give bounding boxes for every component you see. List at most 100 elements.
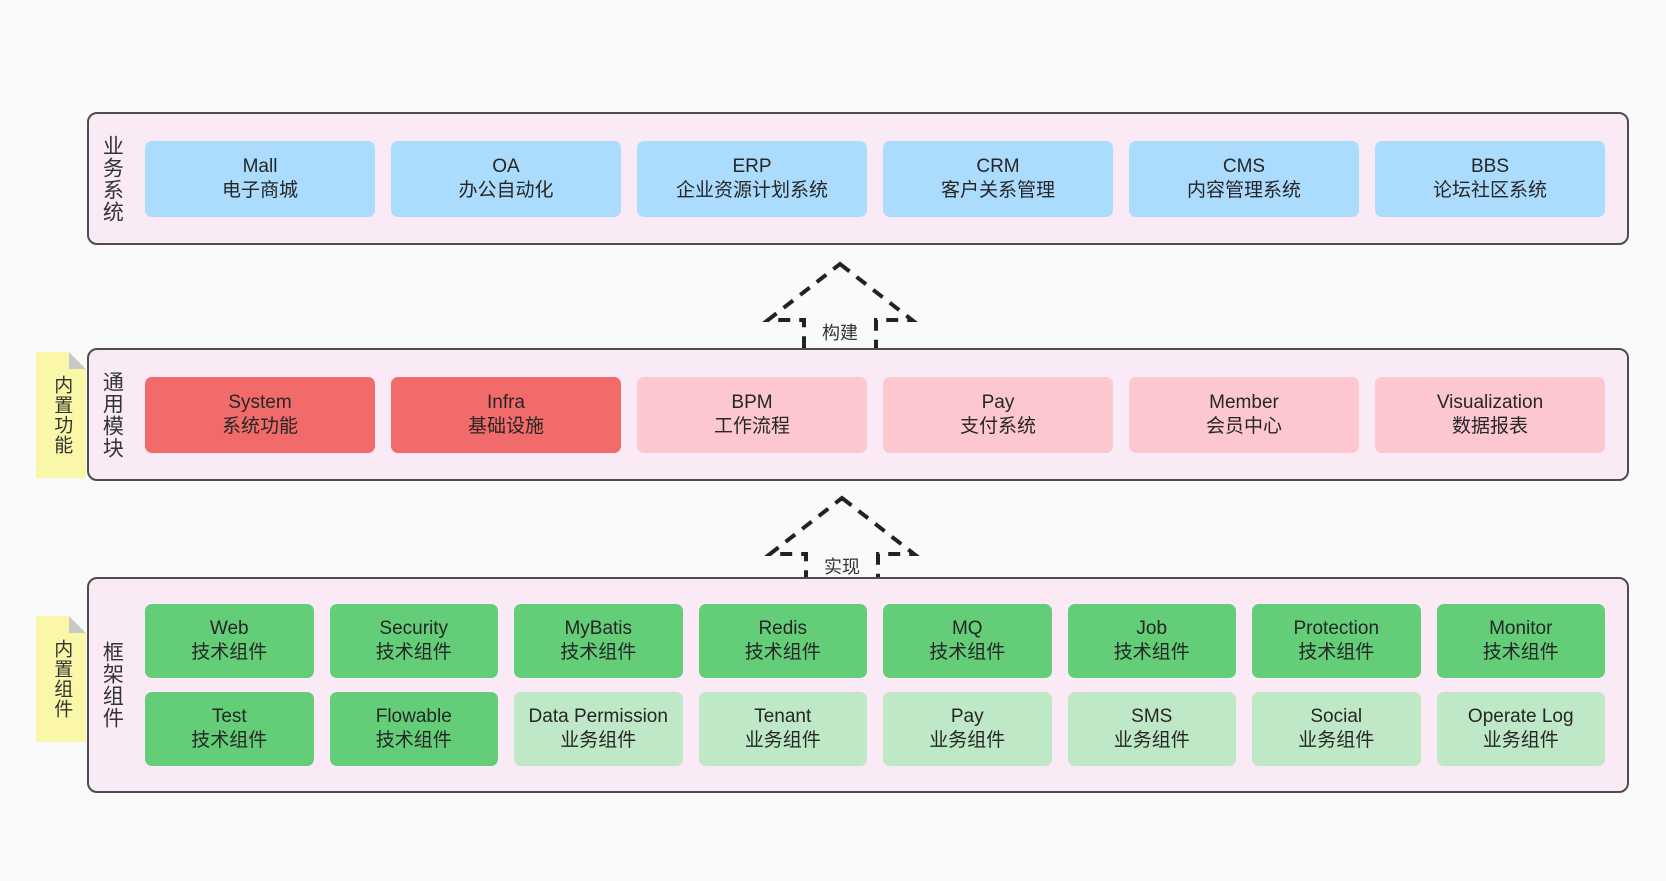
node-subtitle: 技术组件: [1113, 642, 1190, 663]
node-title: CMS: [1222, 155, 1266, 177]
node-sms[interactable]: SMS 业务组件: [1067, 692, 1236, 766]
node-subtitle: 客户关系管理: [940, 179, 1055, 201]
node-tenant[interactable]: Tenant 业务组件: [698, 692, 867, 766]
node-subtitle: 技术组件: [1482, 642, 1559, 663]
node-title: BBS: [1470, 155, 1510, 177]
node-subtitle: 电子商城: [221, 179, 298, 201]
layer-title-business-system: 业务系统: [100, 134, 124, 223]
node-title: MyBatis: [564, 618, 633, 640]
node-protection[interactable]: Protection 技术组件: [1252, 604, 1421, 678]
node-title: BPM: [731, 391, 773, 413]
node-title: Pay: [981, 391, 1015, 413]
node-subtitle: 业务组件: [1298, 730, 1375, 751]
node-title: System: [228, 391, 292, 413]
node-subtitle: 内容管理系统: [1186, 179, 1301, 201]
node-subtitle: 业务组件: [744, 730, 821, 751]
node-subtitle: 企业资源计划系统: [675, 179, 828, 201]
node-title: Web: [209, 618, 249, 640]
node-title: Redis: [758, 618, 808, 640]
node-subtitle: 技术组件: [1298, 642, 1375, 663]
node-title: Member: [1209, 391, 1279, 413]
framework-tech-row: Web 技术组件 Security 技术组件 MyBatis 技术组件 Redi…: [137, 604, 1613, 678]
build-arrow: 构建: [760, 258, 920, 350]
node-title: Pay: [950, 706, 984, 728]
node-social[interactable]: Social 业务组件: [1252, 692, 1421, 766]
node-monitor[interactable]: Monitor 技术组件: [1436, 604, 1605, 678]
node-title: Infra: [486, 391, 526, 413]
layer-body-business-system: Mall 电子商城 OA 办公自动化 ERP 企业资源计划系统 CRM 客户关系…: [133, 114, 1627, 243]
node-title: Test: [211, 706, 247, 728]
node-test[interactable]: Test 技术组件: [145, 692, 314, 766]
node-crm[interactable]: CRM 客户关系管理: [883, 140, 1113, 217]
node-mall[interactable]: Mall 电子商城: [145, 140, 375, 217]
node-mq[interactable]: MQ 技术组件: [883, 604, 1052, 678]
note-label: 内置组件: [51, 639, 73, 719]
node-title: Operate Log: [1467, 706, 1574, 728]
node-subtitle: 业务组件: [560, 730, 637, 751]
node-web[interactable]: Web 技术组件: [145, 604, 314, 678]
node-member[interactable]: Member 会员中心: [1129, 376, 1359, 453]
node-title: Data Permission: [528, 706, 668, 728]
node-subtitle: 技术组件: [744, 642, 821, 663]
layer-title-common-module: 通用模块: [100, 370, 124, 459]
node-subtitle: 技术组件: [375, 730, 452, 751]
node-pay[interactable]: Pay 支付系统: [883, 376, 1113, 453]
note-fold-corner-icon: [69, 616, 86, 633]
note-builtin-component: 内置组件: [36, 616, 86, 742]
layer-body-common-module: System 系统功能 Infra 基础设施 BPM 工作流程 Pay 支付系统…: [133, 350, 1627, 479]
node-bpm[interactable]: BPM 工作流程: [637, 376, 867, 453]
node-title: CRM: [976, 155, 1020, 177]
node-visualization[interactable]: Visualization 数据报表: [1375, 376, 1605, 453]
node-cms[interactable]: CMS 内容管理系统: [1129, 140, 1359, 217]
node-redis[interactable]: Redis 技术组件: [698, 604, 867, 678]
node-security[interactable]: Security 技术组件: [329, 604, 498, 678]
node-subtitle: 支付系统: [959, 415, 1036, 437]
node-system[interactable]: System 系统功能: [145, 376, 375, 453]
layer-business-system: 业务系统 Mall 电子商城 OA 办公自动化 ERP 企业资源计划系统 CRM…: [87, 112, 1629, 245]
node-subtitle: 技术组件: [191, 642, 268, 663]
node-title: ERP: [732, 155, 772, 177]
node-title: Visualization: [1436, 391, 1544, 413]
node-title: Job: [1136, 618, 1168, 640]
node-subtitle: 业务组件: [1482, 730, 1559, 751]
note-fold-corner-icon: [69, 352, 86, 369]
node-subtitle: 数据报表: [1451, 415, 1528, 437]
node-title: Mall: [242, 155, 278, 177]
node-subtitle: 技术组件: [929, 642, 1006, 663]
build-arrow-label: 构建: [822, 323, 858, 343]
note-label: 内置功能: [51, 375, 73, 455]
node-oa[interactable]: OA 办公自动化: [391, 140, 621, 217]
node-flowable[interactable]: Flowable 技术组件: [329, 692, 498, 766]
node-bbs[interactable]: BBS 论坛社区系统: [1375, 140, 1605, 217]
layer-common-module: 通用模块 System 系统功能 Infra 基础设施 BPM 工作流程 Pay…: [87, 348, 1629, 481]
implement-arrow-label: 实现: [824, 557, 860, 577]
node-subtitle: 系统功能: [221, 415, 298, 437]
node-subtitle: 业务组件: [1113, 730, 1190, 751]
node-subtitle: 技术组件: [375, 642, 452, 663]
node-title: Tenant: [754, 706, 812, 728]
node-title: OA: [492, 155, 520, 177]
node-erp[interactable]: ERP 企业资源计划系统: [637, 140, 867, 217]
implement-arrow-icon: [764, 495, 920, 584]
node-subtitle: 基础设施: [467, 415, 544, 437]
implement-arrow: 实现: [762, 492, 922, 584]
layer-framework-component: 框架组件 Web 技术组件 Security 技术组件 MyBatis 技术组件…: [87, 577, 1629, 793]
node-title: SMS: [1131, 706, 1173, 728]
node-title: MQ: [951, 618, 983, 640]
node-pay-business[interactable]: Pay 业务组件: [883, 692, 1052, 766]
node-infra[interactable]: Infra 基础设施: [391, 376, 621, 453]
node-subtitle: 技术组件: [560, 642, 637, 663]
node-job[interactable]: Job 技术组件: [1067, 604, 1236, 678]
node-mybatis[interactable]: MyBatis 技术组件: [514, 604, 683, 678]
node-operate-log[interactable]: Operate Log 业务组件: [1436, 692, 1605, 766]
node-subtitle: 办公自动化: [458, 179, 554, 201]
node-title: Security: [379, 618, 449, 640]
node-subtitle: 工作流程: [713, 415, 790, 437]
node-subtitle: 技术组件: [191, 730, 268, 751]
node-title: Monitor: [1489, 618, 1553, 640]
node-data-permission[interactable]: Data Permission 业务组件: [514, 692, 683, 766]
node-subtitle: 会员中心: [1205, 415, 1282, 437]
framework-business-row: Test 技术组件 Flowable 技术组件 Data Permission …: [137, 692, 1613, 766]
node-subtitle: 业务组件: [929, 730, 1006, 751]
